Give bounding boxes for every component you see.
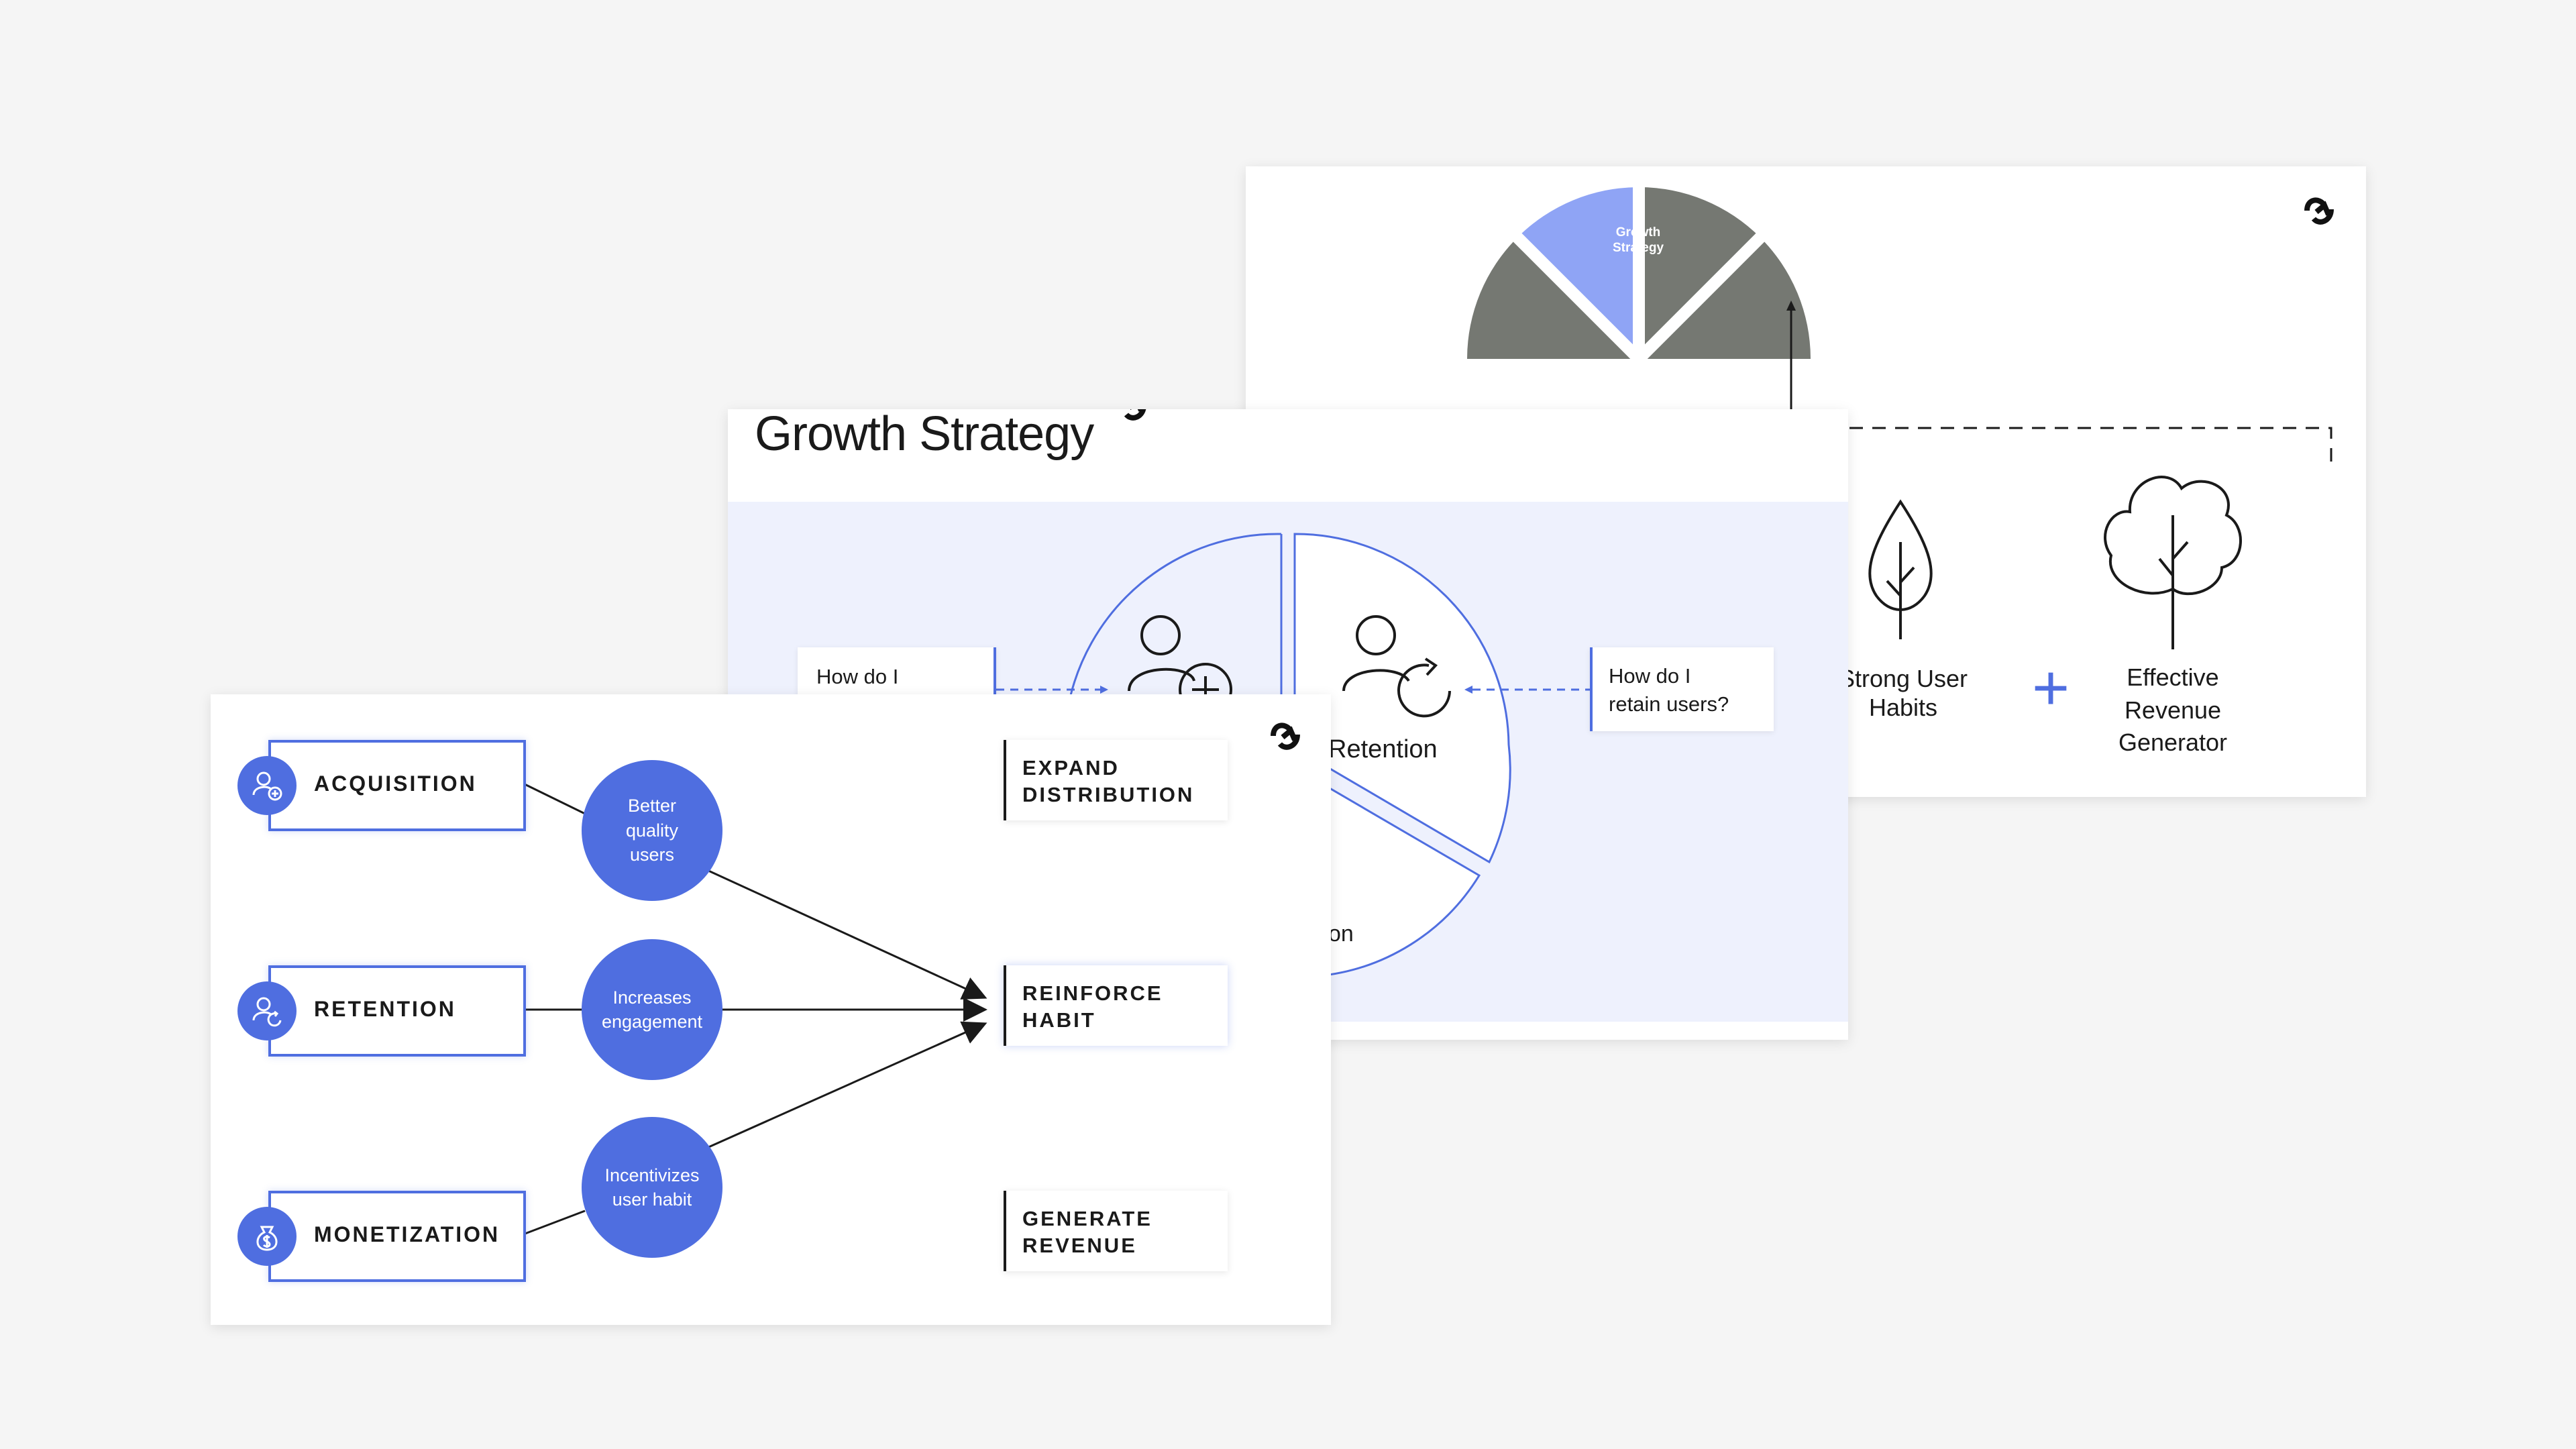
slide-front: ACQUISITION RETENTION MONETIZATION Bette… [211,694,1331,1325]
outcome-generate-revenue: GENERATE REVENUE [1004,1191,1228,1271]
leaf-icon [1868,499,1933,639]
wedge-label-growth-strategy: Growth Strategy [1612,225,1664,255]
arrow-habit-to-habit [706,1021,987,1149]
plus-sign: + [2031,652,2070,724]
page-title: Growth Strategy [755,409,1094,461]
pillar-acquisition: ACQUISITION [268,740,526,831]
pie-segment-retention [1293,533,1511,864]
pillar-retention: RETENTION [268,965,526,1057]
monetization-partial-label: on [1328,921,1354,947]
outcome-reinforce-habit: REINFORCE HABIT [1004,965,1228,1046]
user-refresh-icon [237,981,297,1040]
wedge-right [1639,237,1811,359]
tree-icon [2104,476,2242,649]
user-refresh-icon [1342,615,1451,718]
connector-lines [523,722,1300,1236]
line-monetization-circle [523,1210,586,1236]
brand-logo-back [2304,197,2334,225]
circle-increases-engagement: Increases engagement [582,939,722,1080]
wedge-top-right [1639,187,1760,359]
slide-middle-graphics [996,409,1593,977]
brand-logo-middle [1124,409,1146,421]
line-acquisition-circle [523,782,586,815]
brand-logo-front [1271,722,1300,750]
outcome-expand-distribution: EXPAND DISTRIBUTION [1004,740,1228,820]
habits-label: Strong User Habits [1838,665,1968,722]
right-question-box: How do I retain users? [1590,647,1774,731]
pointer-arrowhead [1786,301,1796,311]
user-plus-icon [237,756,297,815]
arrow-quality-to-habit [706,869,987,1000]
wedge-left [1467,237,1639,359]
circle-incentivizes-user-habit: Incentivizes user habit [582,1117,722,1258]
money-bag-icon [237,1207,297,1266]
wedge-growth-strategy [1517,187,1639,359]
revenue-label: Effective Revenue Generator [2118,663,2228,757]
dashed-connector [1790,368,2332,468]
retention-label: Retention [1328,735,1438,763]
pillar-monetization: MONETIZATION [268,1191,526,1282]
slide-back-graphics [1467,180,2334,649]
circle-better-quality-users: Better quality users [582,760,722,901]
